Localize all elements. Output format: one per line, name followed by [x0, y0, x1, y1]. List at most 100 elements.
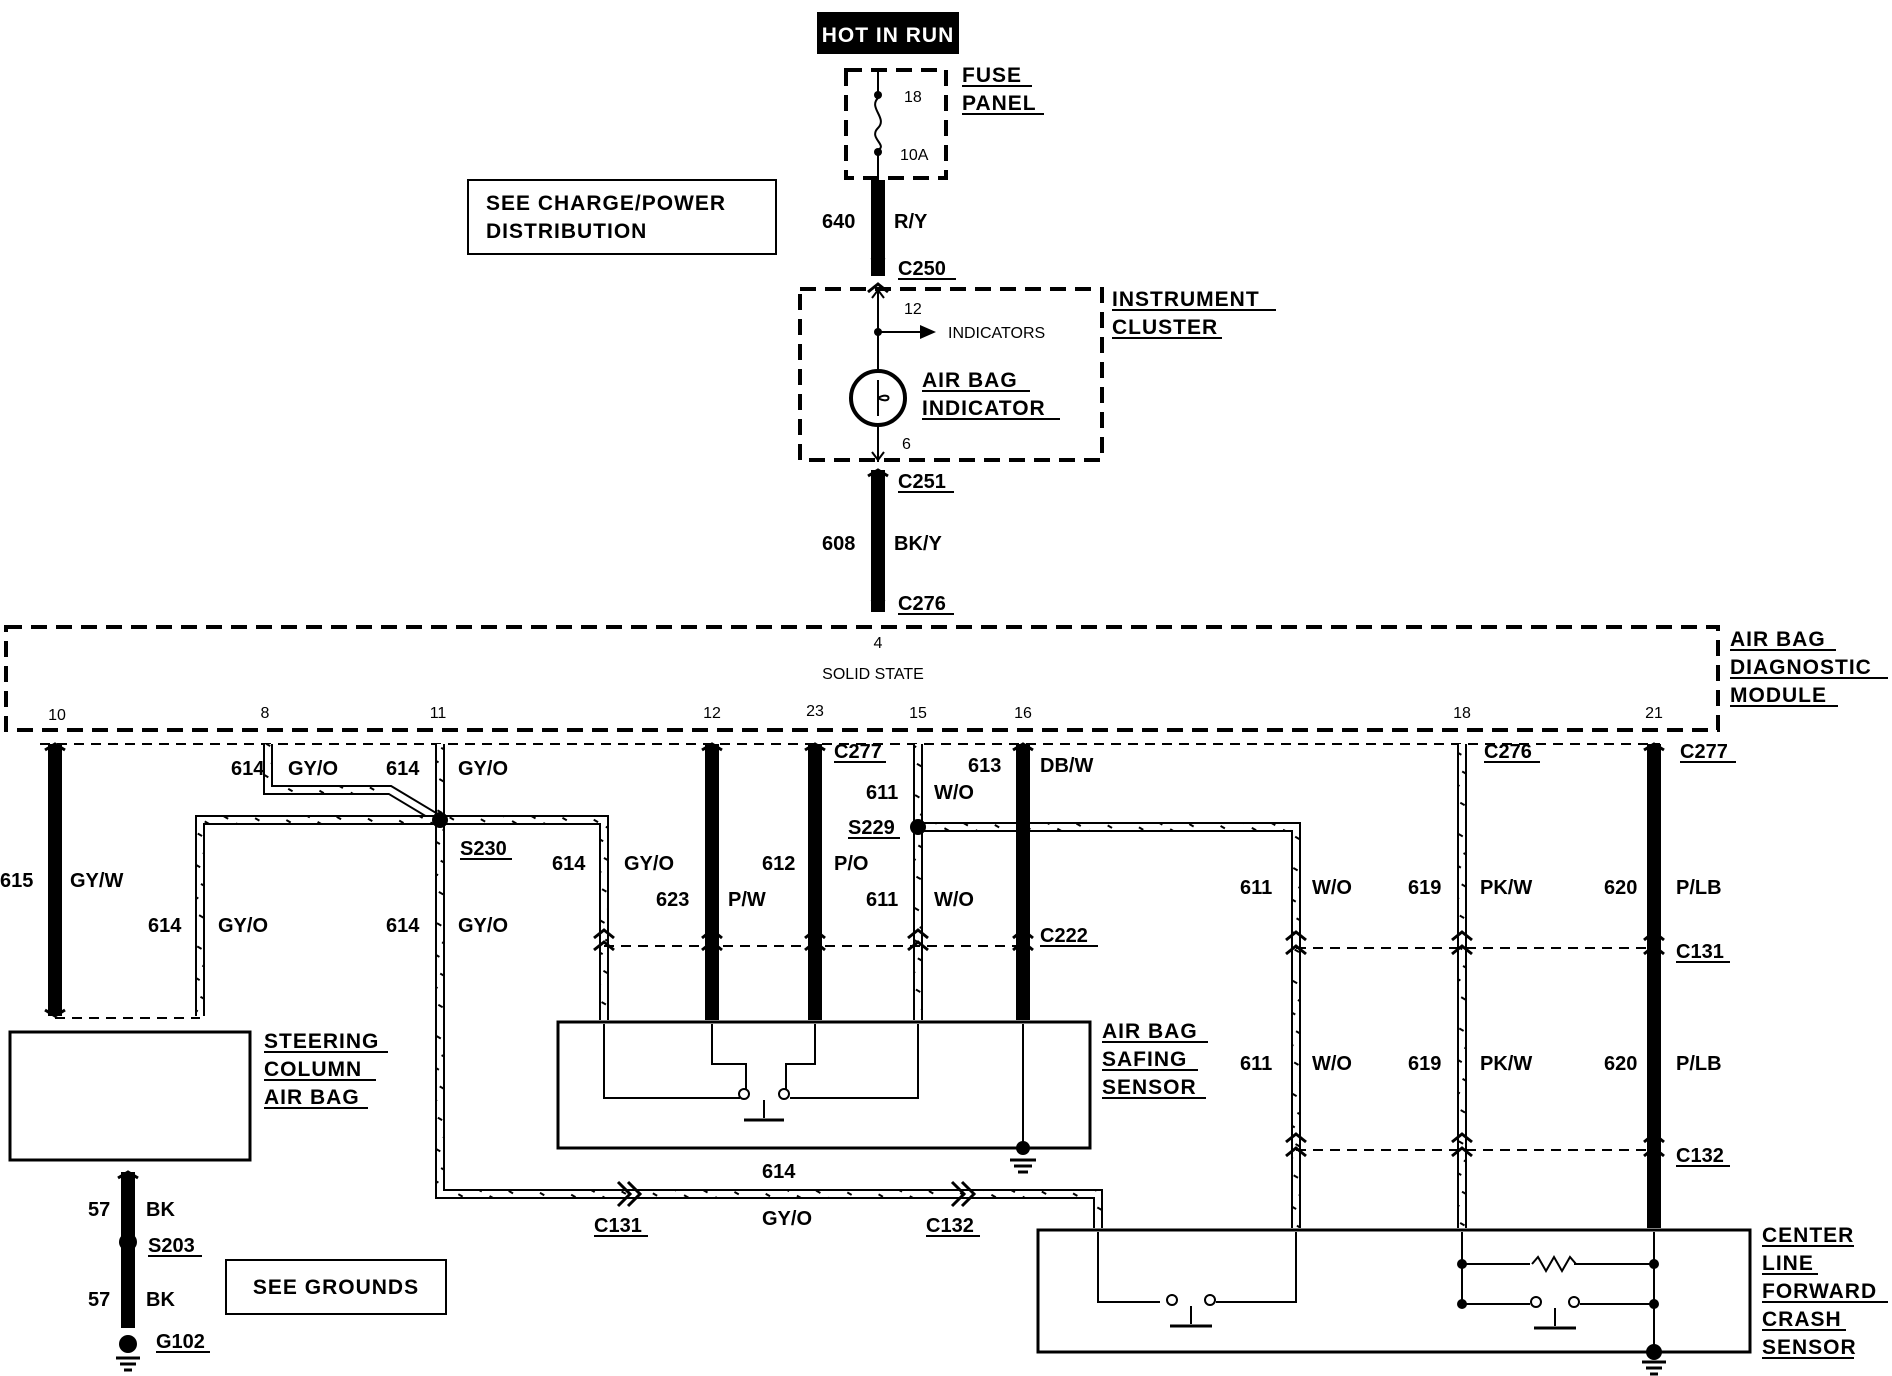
svg-text:612: 612: [762, 853, 795, 875]
steering-column-air-bag: STEERING COLUMN AIR BAG: [8, 1030, 388, 1162]
svg-text:STEERING: STEERING: [264, 1030, 379, 1053]
fuse-icon: [874, 97, 882, 151]
svg-text:57: 57: [88, 1199, 110, 1221]
connector-c132-right: C132: [1285, 1132, 1730, 1167]
svg-text:C277: C277: [834, 741, 882, 763]
svg-text:P/O: P/O: [834, 853, 868, 875]
wire-611: 611 W/O S229 611 W/O 611 W/O 611 W/O: [848, 744, 1352, 1228]
svg-text:C277: C277: [1680, 741, 1728, 763]
svg-text:640: 640: [822, 211, 855, 233]
svg-text:HOT IN RUN: HOT IN RUN: [822, 24, 955, 47]
wire-608: C251 608 BK/Y C276: [822, 468, 954, 615]
svg-text:FUSE: FUSE: [962, 64, 1022, 87]
svg-text:AIR BAG: AIR BAG: [922, 369, 1018, 392]
svg-text:P/LB: P/LB: [1676, 1053, 1722, 1075]
wire-623: 623 P/W: [656, 742, 766, 1020]
svg-text:S229: S229: [848, 817, 895, 839]
air-bag-safing-sensor-label: AIR BAG SAFING SENSOR: [1102, 1020, 1208, 1099]
svg-text:AIR BAG: AIR BAG: [1102, 1020, 1198, 1043]
svg-text:GY/W: GY/W: [70, 870, 123, 892]
fuse-number: 18: [904, 89, 922, 106]
wire-57: 57 BK S203 57 BK G102: [88, 1170, 210, 1372]
splice-s203: [119, 1233, 137, 1251]
svg-text:6: 6: [902, 436, 911, 453]
air-bag-safing-sensor: [556, 1020, 1092, 1174]
center-line-forward-crash-sensor: [1036, 1228, 1752, 1376]
svg-text:C276: C276: [1484, 741, 1532, 763]
instrument-cluster-label: INSTRUMENT CLUSTER: [1112, 288, 1276, 339]
svg-text:12: 12: [904, 301, 922, 318]
svg-text:623: 623: [656, 889, 689, 911]
crash-switch-right-icon: [1530, 1296, 1580, 1330]
svg-text:MODULE: MODULE: [1730, 684, 1827, 707]
svg-text:611: 611: [866, 782, 898, 804]
svg-text:DB/W: DB/W: [1040, 755, 1093, 777]
see-charge-power-box: SEE CHARGE/POWER DISTRIBUTION: [467, 179, 777, 255]
svg-text:SEE GROUNDS: SEE GROUNDS: [253, 1276, 419, 1299]
svg-text:PANEL: PANEL: [962, 92, 1037, 115]
splice-s230: [432, 812, 448, 828]
svg-text:INSTRUMENT: INSTRUMENT: [1112, 288, 1260, 311]
svg-text:614: 614: [762, 1161, 796, 1183]
svg-text:SAFING: SAFING: [1102, 1048, 1187, 1071]
svg-text:C222: C222: [1040, 925, 1088, 947]
svg-text:LINE: LINE: [1762, 1252, 1814, 1275]
svg-text:R/Y: R/Y: [894, 211, 928, 233]
svg-text:620: 620: [1604, 877, 1637, 899]
svg-text:COLUMN: COLUMN: [264, 1058, 362, 1081]
wire-640: 640 R/Y: [822, 180, 928, 276]
hot-in-run-badge: HOT IN RUN: [817, 12, 959, 54]
svg-text:614: 614: [148, 915, 182, 937]
svg-text:C250: C250: [898, 258, 946, 280]
wire-613: 613 DB/W: [968, 742, 1093, 1020]
connector-c131-right: C131: [1285, 930, 1730, 963]
svg-text:CLUSTER: CLUSTER: [1112, 316, 1218, 339]
svg-text:16: 16: [1014, 705, 1032, 722]
svg-text:GY/O: GY/O: [458, 915, 508, 937]
svg-text:21: 21: [1645, 705, 1663, 722]
svg-text:SENSOR: SENSOR: [1762, 1336, 1857, 1359]
wire-612: 612 P/O C277: [762, 741, 886, 1020]
svg-text:P/LB: P/LB: [1676, 877, 1722, 899]
svg-text:DIAGNOSTIC: DIAGNOSTIC: [1730, 656, 1872, 679]
resistor-icon: [1530, 1254, 1577, 1274]
air-bag-indicator-lamp-icon: [849, 369, 907, 427]
svg-text:SOLID STATE: SOLID STATE: [822, 666, 924, 683]
svg-text:614: 614: [231, 758, 265, 780]
splice-s229: [910, 819, 926, 835]
svg-text:11: 11: [430, 705, 447, 722]
svg-text:PK/W: PK/W: [1480, 877, 1532, 899]
svg-text:CRASH: CRASH: [1762, 1308, 1842, 1331]
svg-text:10: 10: [48, 707, 66, 724]
instrument-cluster: 12 INDICATORS 6 AIR BAG INDICATOR: [798, 287, 1104, 462]
svg-text:W/O: W/O: [1312, 877, 1352, 899]
svg-text:GY/O: GY/O: [624, 853, 674, 875]
svg-text:S203: S203: [148, 1235, 195, 1257]
connector-c222: C222: [593, 925, 1098, 952]
svg-text:INDICATORS: INDICATORS: [948, 325, 1045, 342]
svg-text:C276: C276: [898, 593, 946, 615]
svg-text:614: 614: [386, 915, 420, 937]
svg-text:611: 611: [1240, 877, 1272, 899]
wire-615: 615 GY/W: [0, 742, 123, 1018]
svg-text:W/O: W/O: [934, 889, 974, 911]
fuse-panel-label: FUSE PANEL: [962, 64, 1044, 115]
wire-619: C276 619 PK/W 619 PK/W: [1408, 741, 1540, 1228]
svg-text:BK: BK: [146, 1199, 175, 1221]
svg-text:DISTRIBUTION: DISTRIBUTION: [486, 220, 647, 243]
svg-text:BK: BK: [146, 1289, 175, 1311]
svg-text:C251: C251: [898, 471, 946, 493]
svg-text:SEE CHARGE/POWER: SEE CHARGE/POWER: [486, 192, 726, 215]
svg-text:SENSOR: SENSOR: [1102, 1076, 1197, 1099]
svg-text:615: 615: [0, 870, 33, 892]
center-line-forward-crash-sensor-label: CENTER LINE FORWARD CRASH SENSOR: [1762, 1224, 1888, 1359]
fuse-panel: 18 10A: [844, 68, 948, 180]
svg-text:23: 23: [806, 703, 824, 720]
svg-text:8: 8: [261, 705, 270, 722]
svg-text:PK/W: PK/W: [1480, 1053, 1532, 1075]
svg-text:GY/O: GY/O: [288, 758, 338, 780]
svg-text:INDICATOR: INDICATOR: [922, 397, 1046, 420]
svg-text:18: 18: [1453, 705, 1471, 722]
svg-text:P/W: P/W: [728, 889, 766, 911]
